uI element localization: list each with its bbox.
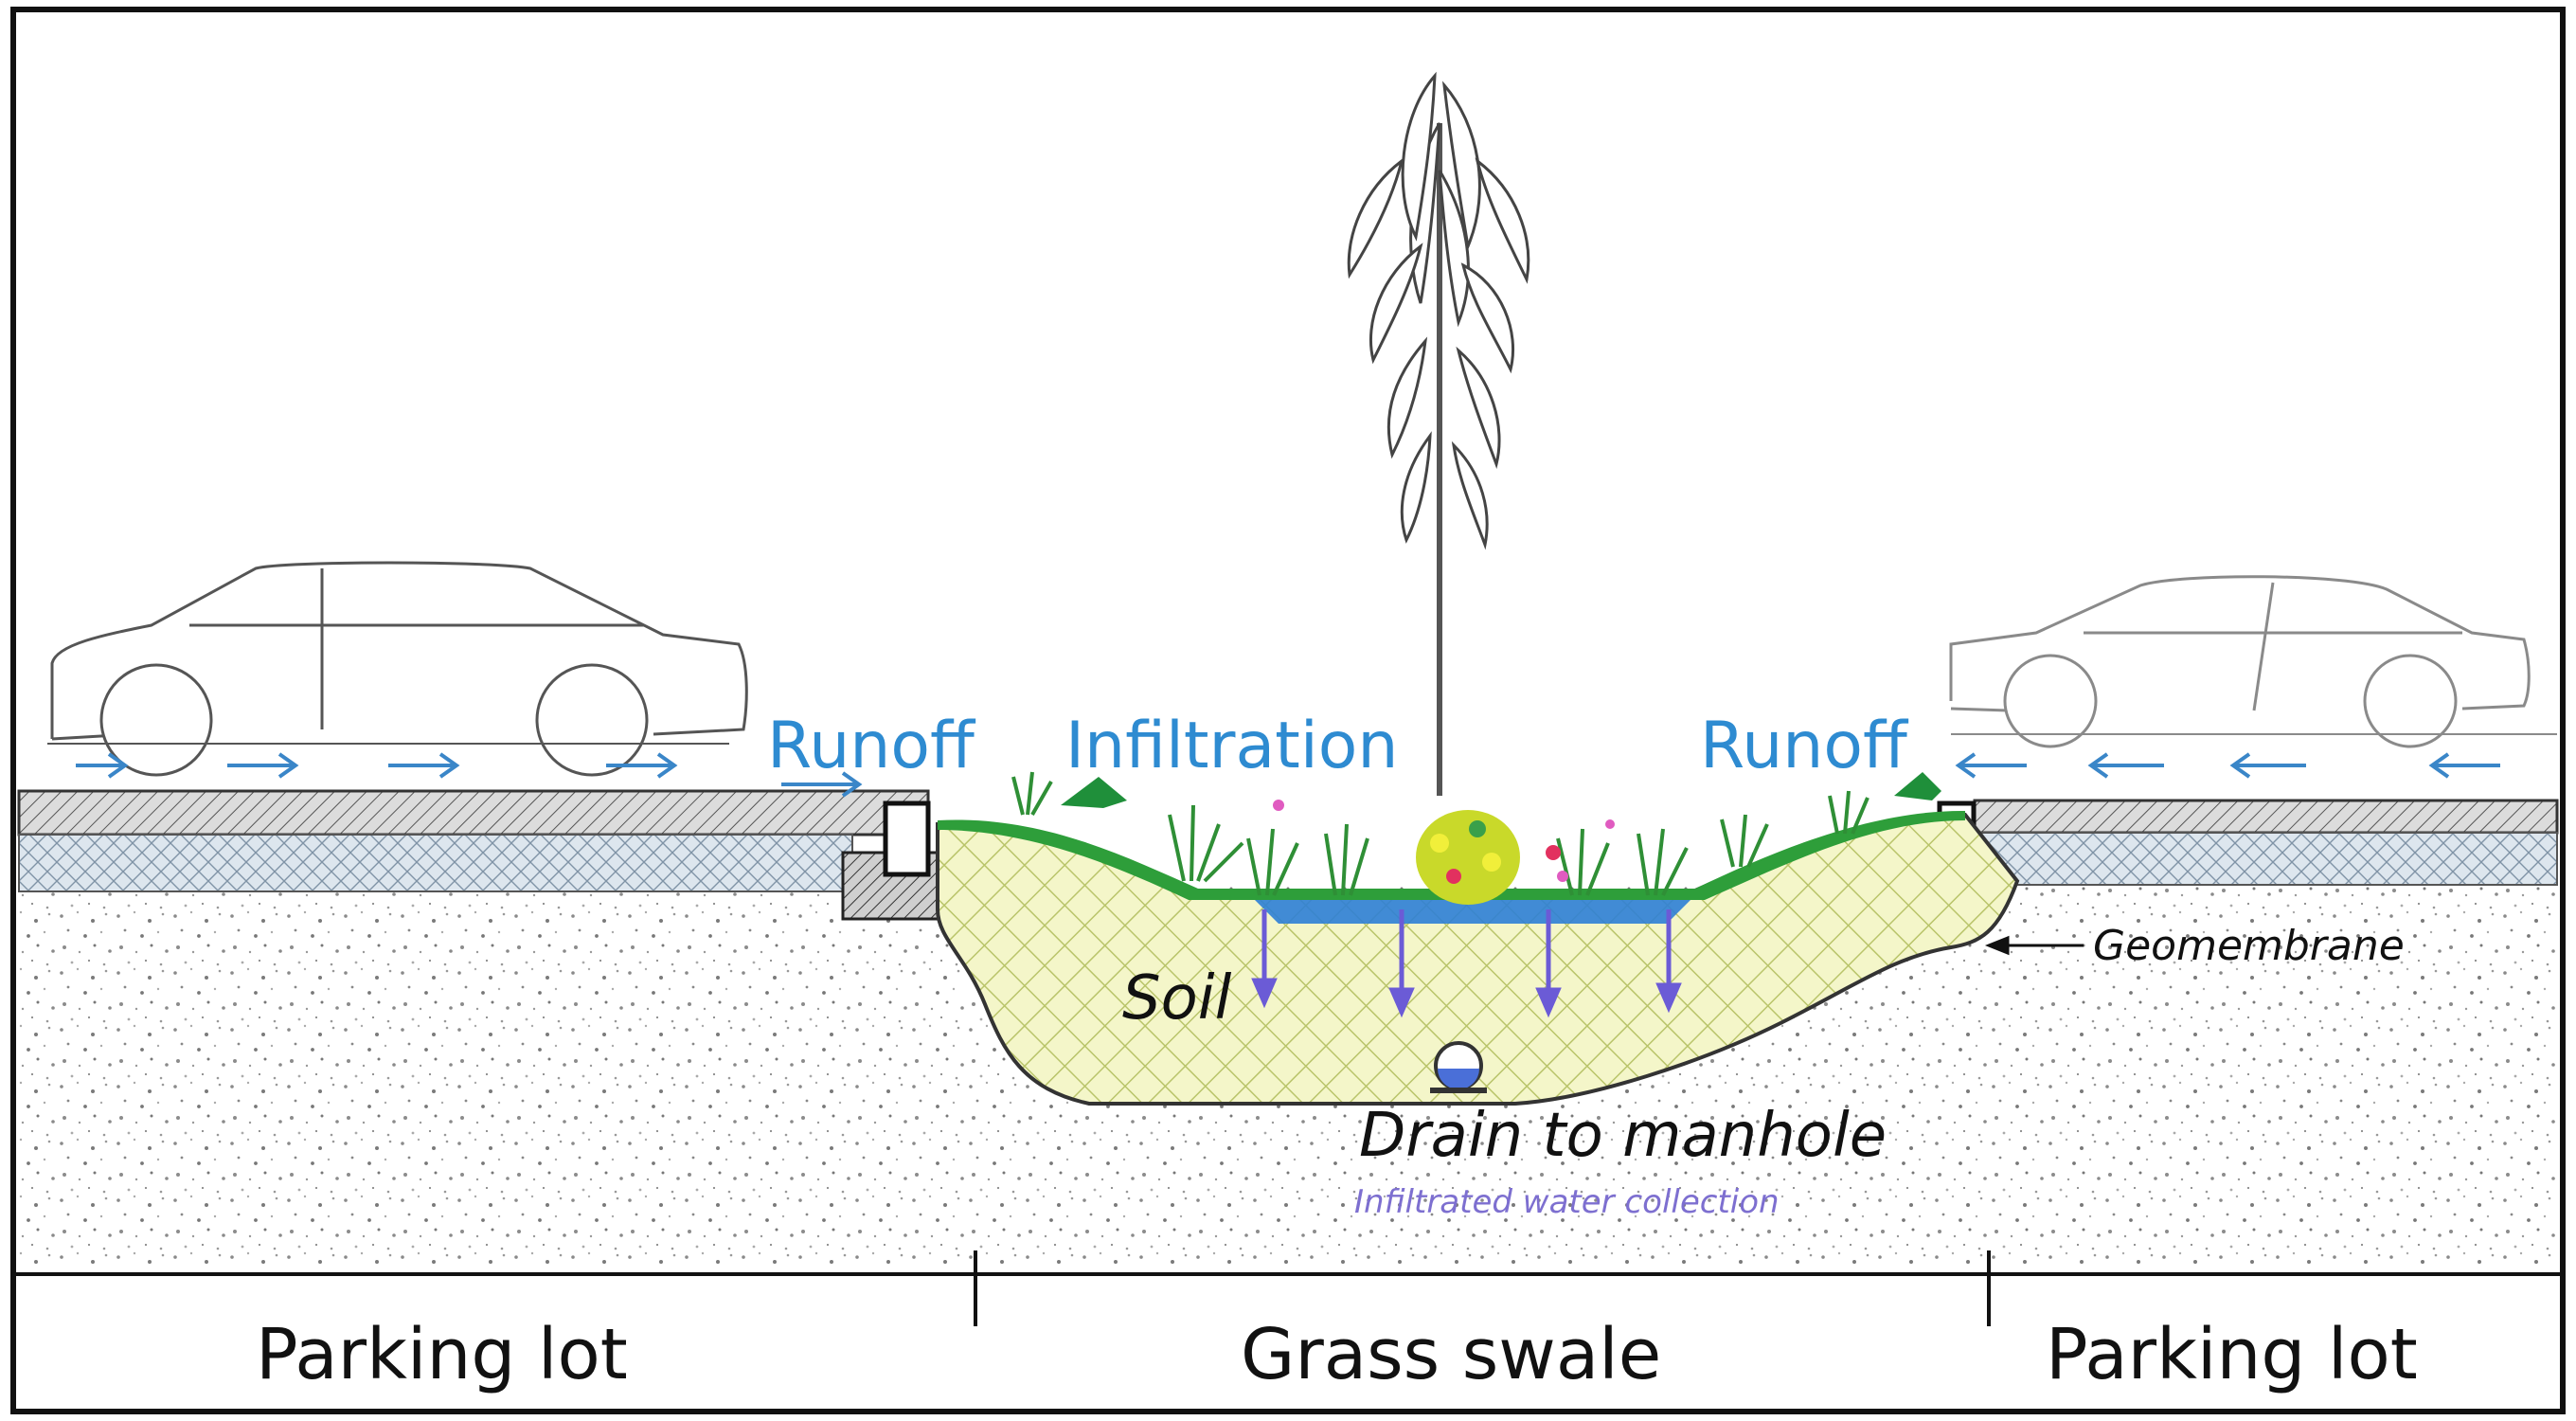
- ponded-water: [1250, 895, 1695, 924]
- section-label-right: Parking lot: [2046, 1314, 2418, 1395]
- geomembrane-label: Geomembrane: [2093, 922, 2405, 970]
- drain-pipe-icon: [1430, 1041, 1487, 1093]
- car-icon: [1949, 575, 2557, 748]
- car-icon: [47, 561, 748, 777]
- runoff-label-right: Runoff: [1700, 709, 1909, 783]
- grass-tufts: [1011, 771, 1869, 896]
- drain-label: Drain to manhole: [1359, 1101, 1887, 1171]
- flower-icon: [1273, 800, 1615, 905]
- left-pavement: [17, 789, 949, 921]
- leafy-plants: [1061, 772, 1941, 808]
- soil-label: Soil: [1122, 963, 1232, 1034]
- collection-label: Infiltrated water collection: [1354, 1183, 1780, 1221]
- section-label-middle: Grass swale: [1241, 1314, 1661, 1395]
- infiltration-arrows: [1251, 909, 1682, 1018]
- tree-icon: [1347, 71, 1530, 796]
- infiltration-label: Infiltration: [1065, 709, 1398, 783]
- runoff-arrows-right: [1955, 752, 2500, 779]
- runoff-arrows-left: [76, 752, 863, 798]
- geomembrane-pointer: [1984, 935, 2084, 956]
- section-label-left: Parking lot: [256, 1314, 628, 1395]
- right-pavement: [1937, 799, 2559, 886]
- runoff-label-left: Runoff: [767, 709, 976, 783]
